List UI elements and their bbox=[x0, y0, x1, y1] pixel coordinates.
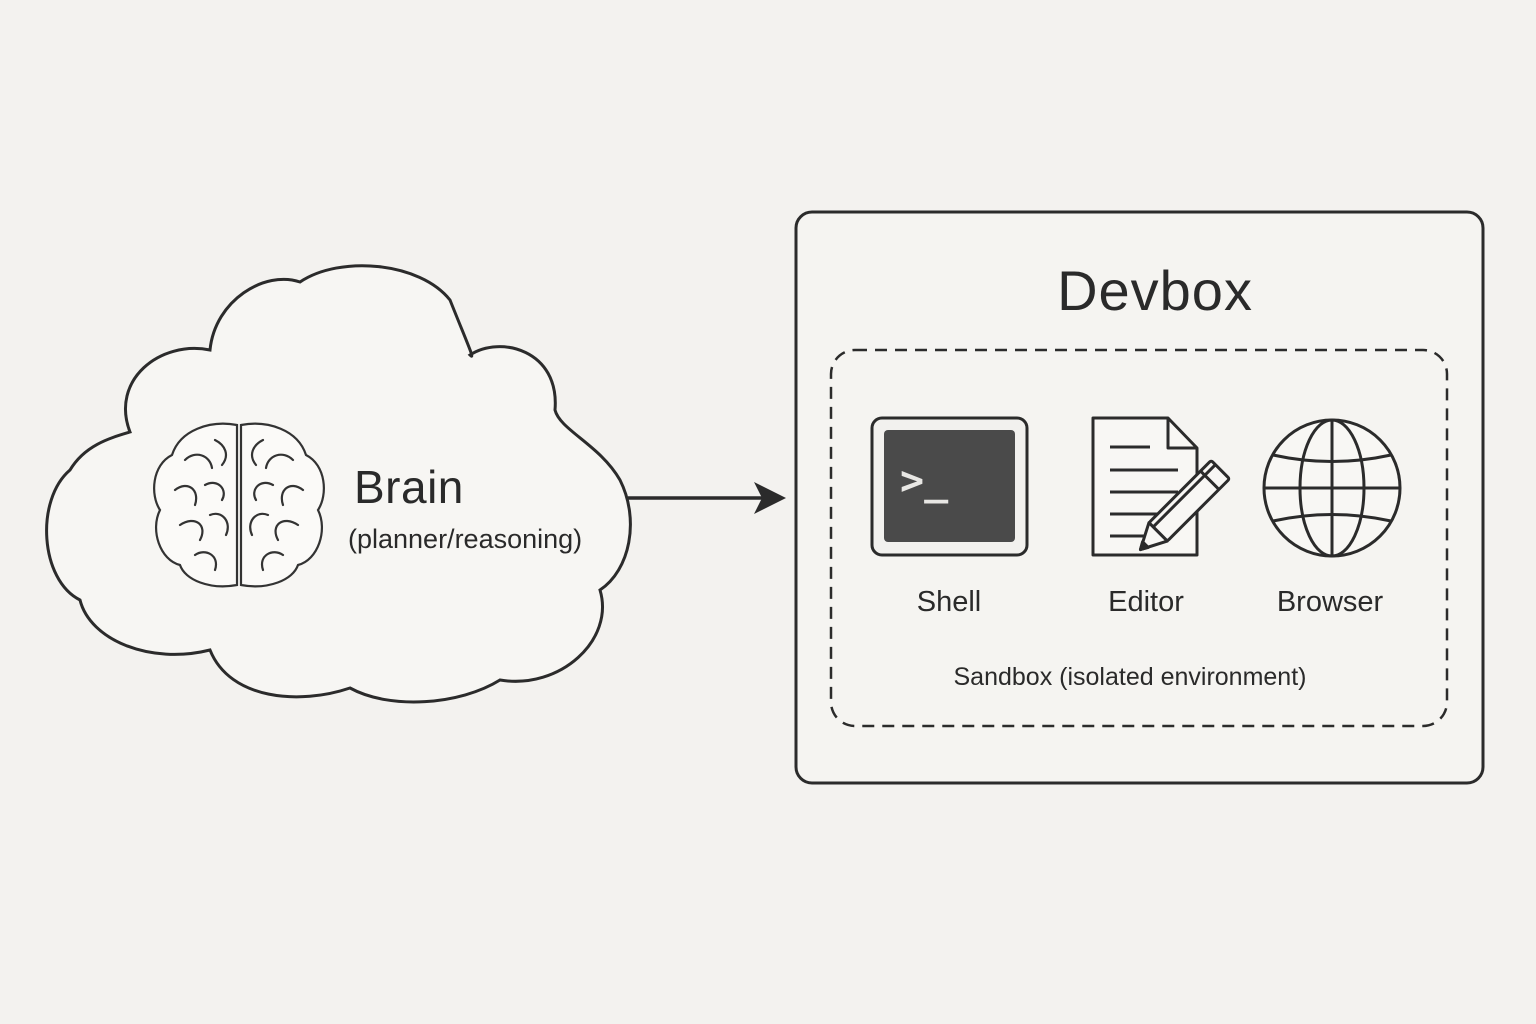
terminal-prompt: >_ bbox=[900, 458, 949, 504]
brain-cloud bbox=[45, 264, 632, 704]
terminal-icon bbox=[870, 416, 1029, 557]
brain-title: Brain bbox=[354, 461, 464, 513]
brain-icon bbox=[153, 422, 325, 588]
connector-arrow bbox=[628, 482, 786, 514]
brain-subtitle: (planner/reasoning) bbox=[348, 524, 583, 554]
devbox-title: Devbox bbox=[1057, 259, 1253, 322]
sandbox-container bbox=[829, 348, 1449, 728]
document-pencil-icon bbox=[1091, 416, 1231, 557]
globe-icon bbox=[1262, 418, 1402, 558]
shell-label: Shell bbox=[916, 586, 982, 618]
browser-label: Browser bbox=[1276, 586, 1384, 618]
editor-label: Editor bbox=[1108, 586, 1184, 618]
sandbox-label: Sandbox (isolated environment) bbox=[953, 663, 1307, 691]
